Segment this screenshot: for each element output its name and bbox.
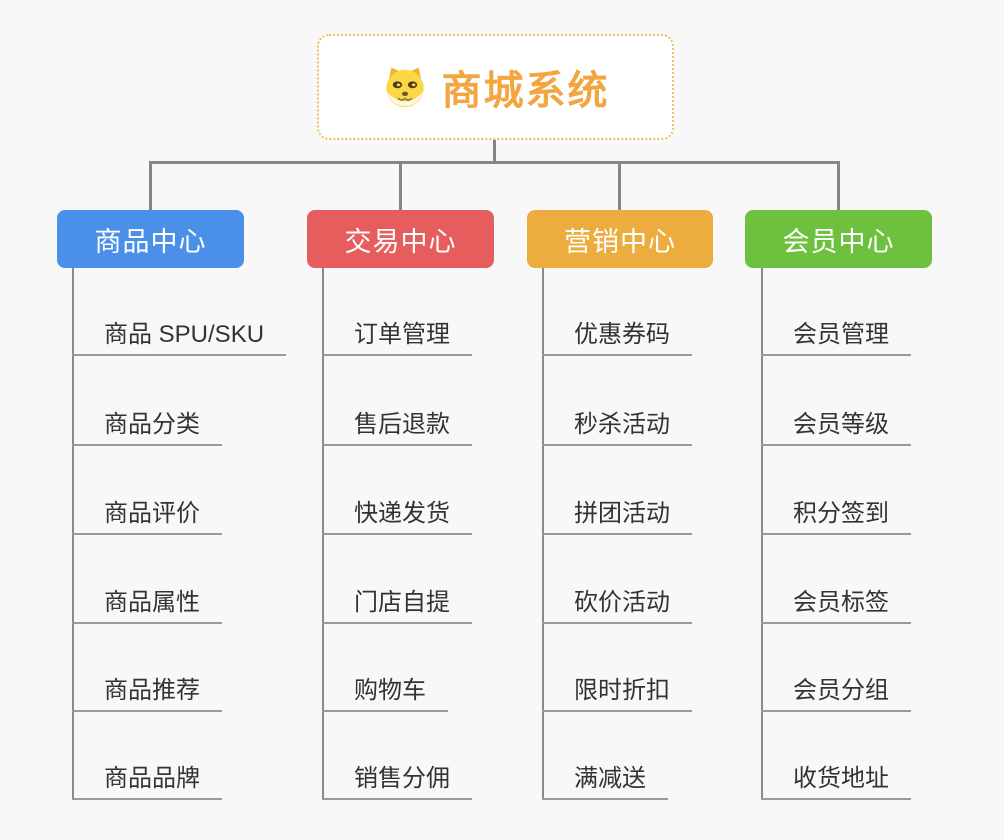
root-title: 商城系统	[441, 69, 610, 113]
branch-label: 会员中心	[782, 226, 895, 257]
leaf-node[interactable]: 收货地址	[761, 764, 911, 800]
leaf-node[interactable]: 商品品牌	[72, 764, 222, 800]
leaf-node[interactable]: 商品评价	[72, 499, 222, 535]
branch-label: 交易中心	[344, 226, 457, 257]
leaf-node[interactable]: 快递发货	[322, 499, 472, 535]
leaf-node[interactable]: 会员管理	[761, 320, 911, 356]
leaf-node[interactable]: 商品 SPU/SKU	[72, 320, 287, 356]
leaf-node[interactable]: 门店自提	[322, 588, 472, 624]
leaf-node[interactable]: 满减送	[542, 764, 668, 800]
leaf-node[interactable]: 销售分佣	[322, 764, 472, 800]
leaf-node[interactable]: 商品分类	[72, 410, 222, 446]
leaf-node[interactable]: 会员等级	[761, 410, 911, 446]
connector-drop-branch3	[618, 161, 621, 210]
leaf-node[interactable]: 商品属性	[72, 588, 222, 624]
root-node[interactable]: 商城系统	[317, 34, 674, 140]
leaf-node[interactable]: 积分签到	[761, 499, 911, 535]
connector-drop-branch1	[149, 161, 152, 210]
connector-bus	[149, 161, 840, 164]
connector-drop-branch4	[837, 161, 840, 210]
leaf-node[interactable]: 购物车	[322, 676, 448, 712]
branch-node-member[interactable]: 会员中心	[745, 210, 932, 268]
branch-label: 商品中心	[94, 226, 207, 257]
leaf-node[interactable]: 砍价活动	[542, 588, 692, 624]
leaf-node[interactable]: 会员标签	[761, 588, 911, 624]
dog-face-icon	[382, 64, 428, 110]
leaf-node[interactable]: 售后退款	[322, 410, 472, 446]
branch-node-marketing[interactable]: 营销中心	[527, 210, 713, 268]
leaf-node[interactable]: 拼团活动	[542, 499, 692, 535]
leaf-node[interactable]: 商品推荐	[72, 676, 222, 712]
connector-drop-branch2	[399, 161, 402, 210]
leaf-node[interactable]: 优惠券码	[542, 320, 692, 356]
branch-node-trade[interactable]: 交易中心	[307, 210, 494, 268]
leaf-node[interactable]: 秒杀活动	[542, 410, 692, 446]
leaf-node[interactable]: 会员分组	[761, 676, 911, 712]
branch-label: 营销中心	[564, 226, 676, 257]
connector-root-stub	[493, 140, 496, 163]
leaf-node[interactable]: 限时折扣	[542, 676, 692, 712]
branch-node-product[interactable]: 商品中心	[57, 210, 244, 268]
leaf-node[interactable]: 订单管理	[322, 320, 472, 356]
